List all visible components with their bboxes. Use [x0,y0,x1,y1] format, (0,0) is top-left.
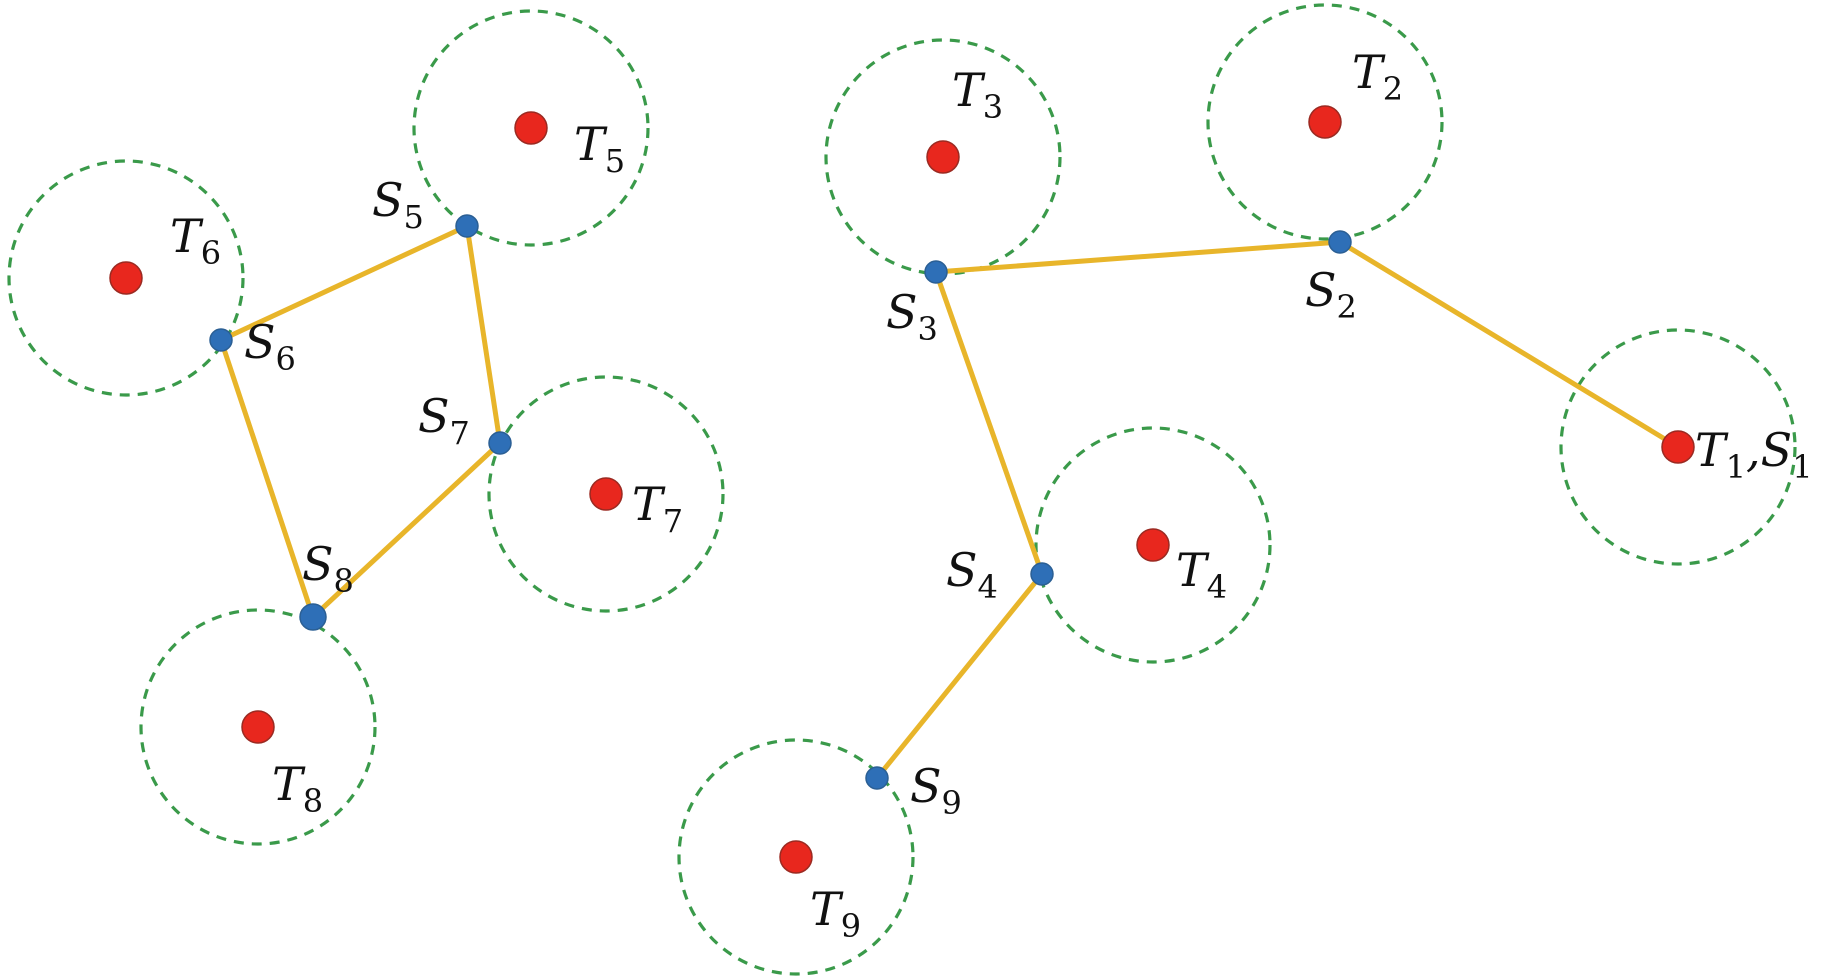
label-T7: T7 [632,477,683,540]
label-S6: S6 [244,315,296,378]
label-T1: T1,S1 [1695,423,1813,486]
range-circle-T2 [1206,3,1444,241]
target-T1 [1661,430,1695,464]
range-circle-T7 [487,375,725,613]
link-S4-S9 [874,571,1045,781]
target-T6 [109,261,143,295]
target-T2 [1308,105,1342,139]
link-S2-S3 [933,239,1343,275]
label-T3: T3 [952,63,1003,126]
sensor-S7 [488,431,512,455]
link-S5-S7 [464,223,503,446]
sensing-ranges [7,3,1797,976]
link-S6-S8 [218,337,316,620]
label-T9: T9 [810,882,861,945]
label-S3: S3 [886,285,938,348]
sensor-S3 [924,260,948,284]
target-T4 [1136,528,1170,562]
label-S7: S7 [418,389,470,452]
label-S4: S4 [946,543,998,606]
range-circle-T5 [412,9,650,247]
range-circle-T4 [1034,426,1272,664]
link-S1-S2 [1337,239,1681,450]
target-T5 [514,111,548,145]
range-circle-T8 [139,608,377,846]
sensor-S6 [209,328,233,352]
range-circle-T1 [1559,328,1797,566]
label-S9: S9 [910,759,962,822]
sensor-S8 [299,603,327,631]
target-T9 [779,840,813,874]
link-S7-S8 [310,440,503,620]
range-circle-T6 [7,159,245,397]
sensor-S4 [1030,562,1054,586]
sensor-S9 [865,766,889,790]
label-T8: T8 [272,757,323,820]
label-T6: T6 [170,209,221,272]
target-T8 [241,710,275,744]
link-S3-S4 [933,269,1045,577]
sensor-S2 [1328,230,1352,254]
range-circle-T9 [677,738,915,976]
sensors [209,214,1352,790]
sensor-links [218,223,1681,781]
target-T7 [589,477,623,511]
label-S2: S2 [1305,263,1357,326]
label-T2: T2 [1352,45,1403,108]
labels: T1,S1 T2 T3 T4 T5 T6 T7 T8 T9 S2 S3 S4 S… [170,45,1813,945]
sensor-S5 [455,214,479,238]
target-T3 [926,140,960,174]
link-S5-S6 [218,223,470,343]
targets [109,105,1695,874]
label-T4: T4 [1176,543,1227,606]
label-S5: S5 [372,173,424,236]
label-T5: T5 [574,117,625,180]
label-S8: S8 [302,537,354,600]
